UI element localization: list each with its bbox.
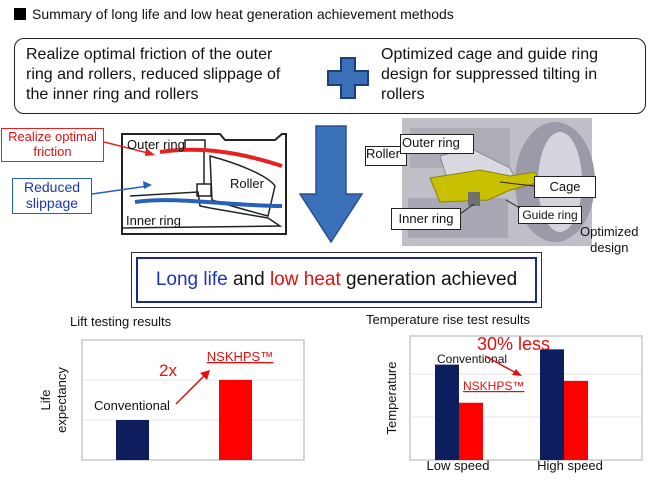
bearing-cross-section-diagram: Outer ring Roller Inner ring: [91, 133, 287, 235]
callout-friction-line-1: Realize optimal: [8, 129, 97, 144]
result-inner-frame: Long life and low heat generation achiev…: [136, 257, 537, 303]
cage-leader-lines: [460, 181, 535, 215]
summary-box: [14, 38, 646, 114]
summary-right-line-2: design for suppressed tilting in: [381, 66, 598, 83]
outer-ring-label-box: [400, 134, 474, 154]
chart1-ylabel-line-1: Life: [38, 390, 53, 411]
chart1-arrow-line: [175, 373, 207, 405]
chart1-arrow-head-icon: [200, 370, 210, 380]
chart1-ylabel-line-2: expectancy: [54, 367, 69, 433]
callout-slippage-line-1: Reduced: [23, 179, 81, 195]
roller-label-text: Roller: [366, 146, 400, 161]
chart2-title: Temperature rise test results: [366, 312, 531, 327]
result-and: and: [227, 269, 270, 290]
cage-label: Cage: [534, 176, 596, 198]
chart1-bar-conventional: [116, 420, 149, 460]
callout-optimal-friction: Realize optimal friction: [1, 128, 104, 162]
heading-text: Summary of long life and low heat genera…: [32, 6, 454, 22]
chart1-bar-label-nskhps: NSKHPS™: [207, 349, 273, 364]
caption-line-1: Optimized: [580, 224, 639, 239]
chart2-bar-high-speed-1: [564, 380, 588, 460]
summary-left-line-2: ring and rollers, reduced slippage of: [26, 66, 281, 83]
chart2-arrow-line: [484, 355, 519, 375]
temperature-rise-chart: Temperature Low speed High speed 30% les…: [384, 334, 643, 473]
summary-right-line-3: rollers: [381, 86, 425, 103]
chart2-category-low-speed: Low speed: [427, 458, 490, 473]
inner-ring-label-box: Inner ring: [391, 208, 461, 230]
guide-ring-label-box: Guide ring: [518, 206, 582, 224]
inner-ring-label: Inner ring: [126, 213, 181, 228]
lift-test-chart: Life expectancy Conventional NSKHPS™ 2x: [38, 339, 305, 461]
caption-line-2: design: [590, 240, 629, 255]
roller-label: Roller: [230, 176, 265, 191]
chart2-category-high-speed: High speed: [537, 458, 603, 473]
summary-left-text: Realize optimal friction of the outer ri…: [26, 45, 326, 105]
bullet-square-icon: [14, 8, 26, 20]
summary-right-line-1: Optimized cage and guide ring: [381, 46, 599, 63]
optimized-design-caption: Optimized design: [580, 224, 639, 256]
summary-left-line-1: Realize optimal friction of the outer: [26, 46, 273, 63]
outer-ring-label: Outer ring: [127, 137, 185, 152]
chart2-bar-low-speed-1: [459, 402, 483, 460]
summary-left-line-3: the inner ring and rollers: [26, 86, 199, 103]
plus-icon: [327, 57, 369, 99]
roller-label-box: [365, 146, 407, 166]
chart2-bar-low-speed-0: [435, 364, 459, 460]
result-box: Long life and low heat generation achiev…: [131, 252, 542, 308]
down-arrow-icon: [298, 125, 364, 244]
chart2-annotation: 30% less: [477, 334, 550, 354]
chart1-title: Lift testing results: [70, 314, 172, 329]
result-generation: generation achieved: [340, 269, 518, 290]
chart1-bar-label-conventional: Conventional: [94, 398, 170, 413]
chart1-bar-nskhps: [219, 380, 252, 460]
chart2-ylabel: Temperature: [384, 362, 399, 435]
chart2-bar-high-speed-0: [540, 349, 564, 460]
result-long-life: Long life: [155, 269, 228, 290]
section-heading: Summary of long life and low heat genera…: [14, 6, 454, 22]
result-low-heat: low heat: [269, 269, 341, 290]
callout-friction-line-2: friction: [33, 144, 72, 159]
callout-slippage-line-2: slippage: [25, 195, 79, 211]
chart2-series-label-conventional: Conventional: [437, 352, 507, 366]
chart1-annotation: 2x: [159, 361, 177, 380]
outer-ring-label-text: Outer ring: [402, 135, 460, 150]
chart2-series-label-nskhps: NSKHPS™: [463, 379, 524, 393]
chart2-arrow-head-icon: [512, 369, 522, 376]
callout-reduced-slippage: Reduced slippage: [12, 178, 92, 214]
summary-right-text: Optimized cage and guide ring design for…: [381, 45, 641, 105]
